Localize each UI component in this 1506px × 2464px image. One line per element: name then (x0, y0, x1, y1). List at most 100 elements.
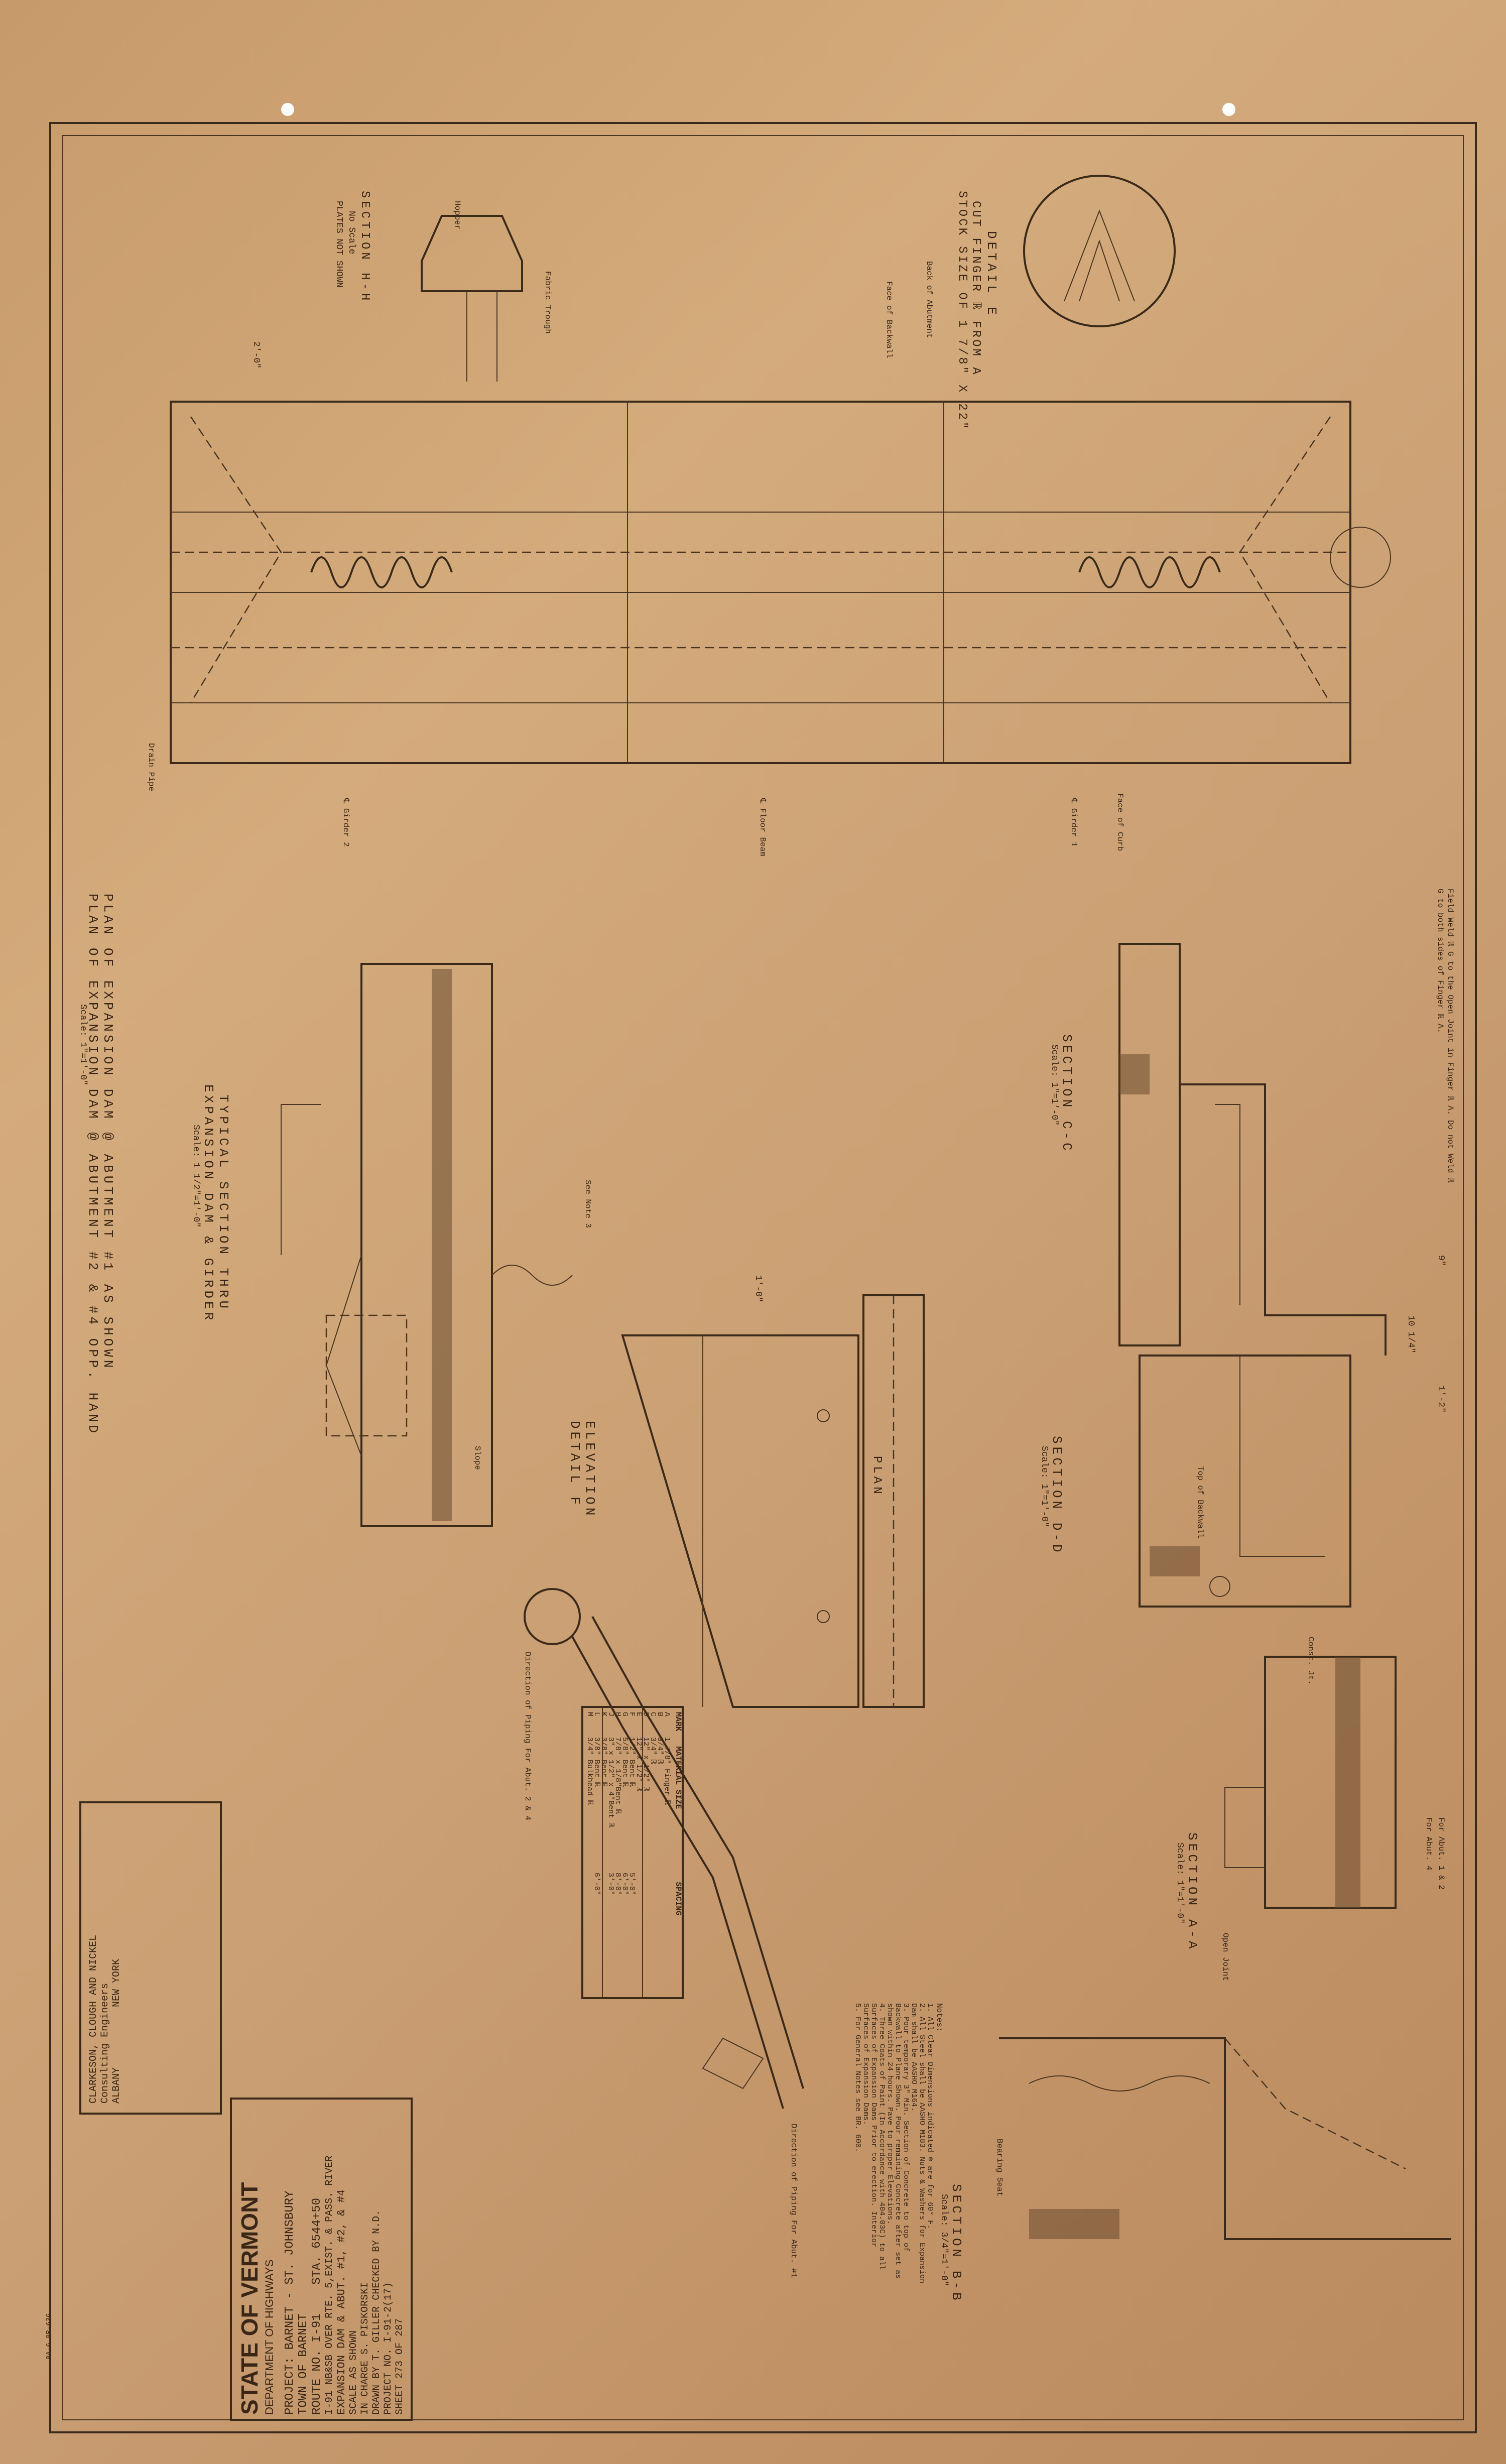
mt-mark: L (592, 1712, 601, 1717)
plan-title-1: PLAN OF EXPANSION DAM @ ABUTMENT #1 AS S… (100, 894, 115, 1371)
mt-mark: D (642, 1712, 650, 1717)
material-table: MARK MATERIAL SIZE SPACING (674, 1712, 683, 1916)
punch-hole-left (281, 103, 294, 116)
mt-material: 3/8" Bent ℝ (592, 1737, 601, 1787)
section-cc-title: SECTION C-C (1059, 1034, 1074, 1154)
mt-header-spacing: SPACING (674, 1882, 683, 1916)
note-item: 3. Pour temporary 3" Min. Section of Con… (886, 2003, 910, 2279)
of-value: 287 (394, 2318, 406, 2336)
in-charge-value: S. PISKORSKI (359, 2282, 371, 2355)
mt-mark: H (613, 1712, 622, 1717)
mt-material: 3/4" Bulkhead ℝ (585, 1737, 594, 1805)
section-hh-note: PLATES NOT SHOWN (334, 201, 344, 288)
drawing-title: EXPANSION DAM & ABUT. #1, #2, & #4 (335, 2189, 348, 2415)
mt-material: 3/4" ℝ (656, 1737, 664, 1765)
section-dd (1139, 1354, 1351, 1608)
plan-scale: Scale: 1"=1'-0" (78, 1004, 88, 1086)
route-label: ROUTE NO. (310, 2350, 324, 2415)
elevation-f-title-2: DETAIL F (567, 1421, 582, 1508)
bridge-line: I-91 NB&SB OVER RTE. 5,EXIST. & PASS. RI… (324, 2155, 335, 2415)
mt-mark: C (649, 1712, 657, 1717)
title-block-frame (230, 2098, 413, 2421)
label-girder-2: ℄ Girder 2 (341, 798, 350, 847)
state-title: STATE OF VERMONT (236, 2182, 263, 2415)
label-dim-2-0: 2'-0" (251, 341, 261, 369)
section-bb (999, 2037, 1451, 2240)
checked-label: CHECKED BY (371, 2240, 383, 2300)
typical-section-title-1: TYPICAL SECTION THRU (216, 1094, 231, 1312)
mt-mark: K (599, 1712, 608, 1717)
mt-mark: A (663, 1712, 671, 1717)
department: DEPARTMENT OF HIGHWAYS (263, 2259, 276, 2415)
sheet-border (49, 122, 1477, 2433)
label-top-of-backwall: Top of Backwall (1196, 1466, 1205, 1539)
project-name: PROJECT: BARNET - ST. JOHNSBURY (283, 2190, 297, 2415)
mt-material: 3" x 1/2" x 4"Bent ℝ (606, 1737, 615, 1828)
mt-mark: B (656, 1712, 664, 1717)
label-dim-9: 9" (1436, 1255, 1446, 1266)
consultant-city-1: ALBANY (111, 2067, 122, 2104)
section-dd-scale: Scale: 1"=1'-0" (1039, 1446, 1049, 1528)
mt-mark: J (606, 1712, 615, 1717)
label-dim-1-2: 1'-2" (1436, 1386, 1446, 1413)
notes-heading: Notes: (935, 2003, 944, 2032)
label-face-of-backwall: Face of Backwall (885, 281, 894, 358)
note-item: 2. All Steel shall be AASHO M183. Nuts &… (910, 2003, 926, 2284)
typical-section-title-2: EXPANSION DAM & GIRDER (201, 1084, 216, 1323)
label-slope: Slope (473, 1446, 482, 1470)
material-table-row: L 3/8" Bent ℝ 6'-0" (592, 1712, 601, 1896)
label-for-abut-12: For Abut. 1 & 2 (1437, 1817, 1446, 1890)
plan-small-title: PLAN (870, 1456, 884, 1497)
notes: Notes: (935, 2003, 944, 2284)
drawn-label: DRAWN BY (371, 2366, 383, 2415)
mt-spacing: 6'-0" (620, 1873, 629, 1896)
mt-header-material: MATERIAL SIZE (674, 1746, 683, 1809)
punch-hole-right (1222, 103, 1235, 116)
section-aa-title: SECTION A-A (1185, 1832, 1200, 1952)
sta-label: STA. (310, 2256, 324, 2285)
section-hh (421, 215, 523, 382)
section-aa-scale: Scale: 1"=1'-0" (1175, 1842, 1185, 1924)
label-girder-1: ℄ Girder 1 (1069, 798, 1078, 847)
notes-list: 1. All Clear Dimensions indicated ⊗ are … (853, 2003, 934, 2284)
sta-value: 6544+50 (310, 2197, 324, 2249)
title-block: STATE OF VERMONT DEPARTMENT OF HIGHWAYS … (236, 2104, 406, 2415)
consultant-city-2: NEW YORK (111, 1958, 122, 2007)
mt-material: 3/4" ℝ (649, 1737, 657, 1765)
label-dim-1-0: 1'-0" (753, 1275, 763, 1303)
mt-spacing: 5'-0" (628, 1873, 636, 1896)
detail-e (1023, 175, 1176, 327)
detail-e-sub-1: CUT FINGER ℝ FROM A (969, 201, 982, 377)
note-item: 5. For General Notes see BR. 600. (853, 2003, 862, 2153)
plan-view (170, 401, 1391, 764)
consultant-box (79, 1801, 222, 2115)
typical-section (281, 963, 573, 1527)
mt-mark: F (628, 1712, 636, 1717)
label-for-abut-4: For Abut. 4 (1424, 1817, 1433, 1871)
scale-label: SCALE (348, 2384, 359, 2415)
label-fabric-trough: Fabric Trough (543, 271, 552, 334)
section-cc (1118, 943, 1387, 1356)
checked-value: N.D. (371, 2209, 383, 2234)
mt-material: 7/8" x 1/8"Bent ℝ (613, 1737, 622, 1814)
section-hh-title: SECTION H-H (358, 191, 371, 304)
label-floor-beam: ℄ Floor Beam (758, 798, 767, 856)
mt-spacing: 6'-0" (592, 1873, 601, 1896)
plan-title-2: PLAN OF EXPANSION DAM @ ABUTMENT #2 & #4… (85, 894, 100, 1436)
label-hopper: Hopper (453, 201, 462, 230)
mt-spacing: 8'-0" (613, 1873, 622, 1896)
label-direction-of-piping-2: Direction of Piping For Abut. 2 & 4 (523, 1652, 532, 1821)
project-no-label: PROJECT NO. (383, 2348, 394, 2415)
consultant: CLARKESON, CLOUGH AND NICKEL Consulting … (88, 1935, 122, 2104)
sheet-label: SHEET (394, 2384, 406, 2415)
